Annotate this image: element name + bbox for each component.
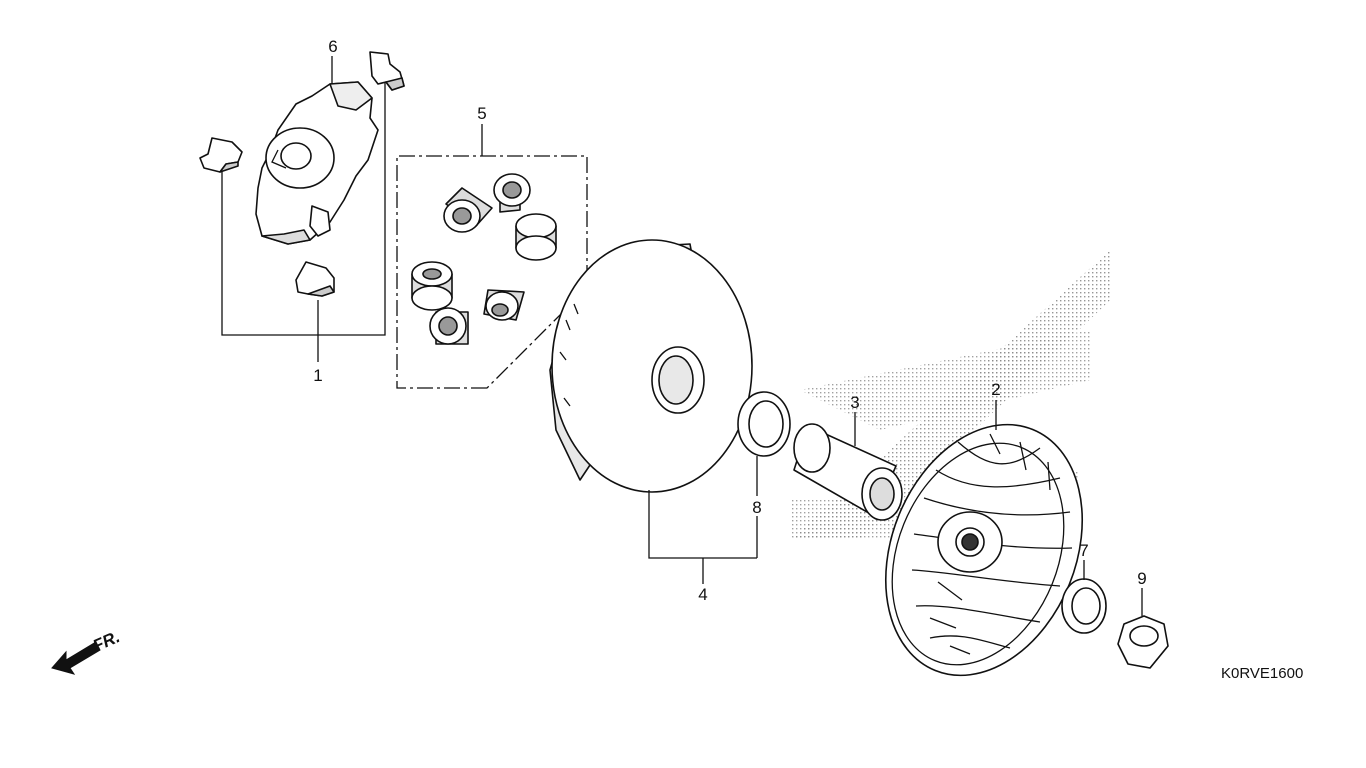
leader-lines [331,56,1143,616]
callout-5: 5 [477,104,486,123]
callout-9: 9 [1137,569,1146,588]
movable-drive-face [549,239,753,493]
callout-8: 8 [752,498,761,517]
weight-rollers [411,173,557,345]
roller [515,213,557,261]
roller [483,289,525,321]
bracket-part-5 [396,124,588,389]
ramp-plate [255,81,379,245]
drive-face-fan [884,423,1084,677]
slider-clip-left [199,137,243,173]
washer [1061,578,1107,634]
hex-nut [1117,615,1169,669]
roller [493,173,531,213]
seal-ring [737,391,791,457]
arrow-icon [51,641,101,675]
callout-3: 3 [850,393,859,412]
diagram-code: K0RVE1600 [1221,665,1303,682]
front-label: FR. [90,627,123,655]
drive-sleeve [793,423,903,521]
slider-clip-bottom [295,261,335,297]
roller [443,187,493,233]
roller [429,307,469,345]
front-direction-indicator: FR. [51,627,123,675]
callout-2: 2 [991,380,1000,399]
callout-1: 1 [313,366,322,385]
callout-7: 7 [1079,541,1088,560]
roller [411,261,453,311]
callout-labels: 1 2 3 4 5 6 7 8 9 [313,37,1146,604]
callout-6: 6 [328,37,337,56]
slider-clip-top [369,51,405,91]
callout-4: 4 [698,585,707,604]
bracket-part-1 [221,80,386,362]
